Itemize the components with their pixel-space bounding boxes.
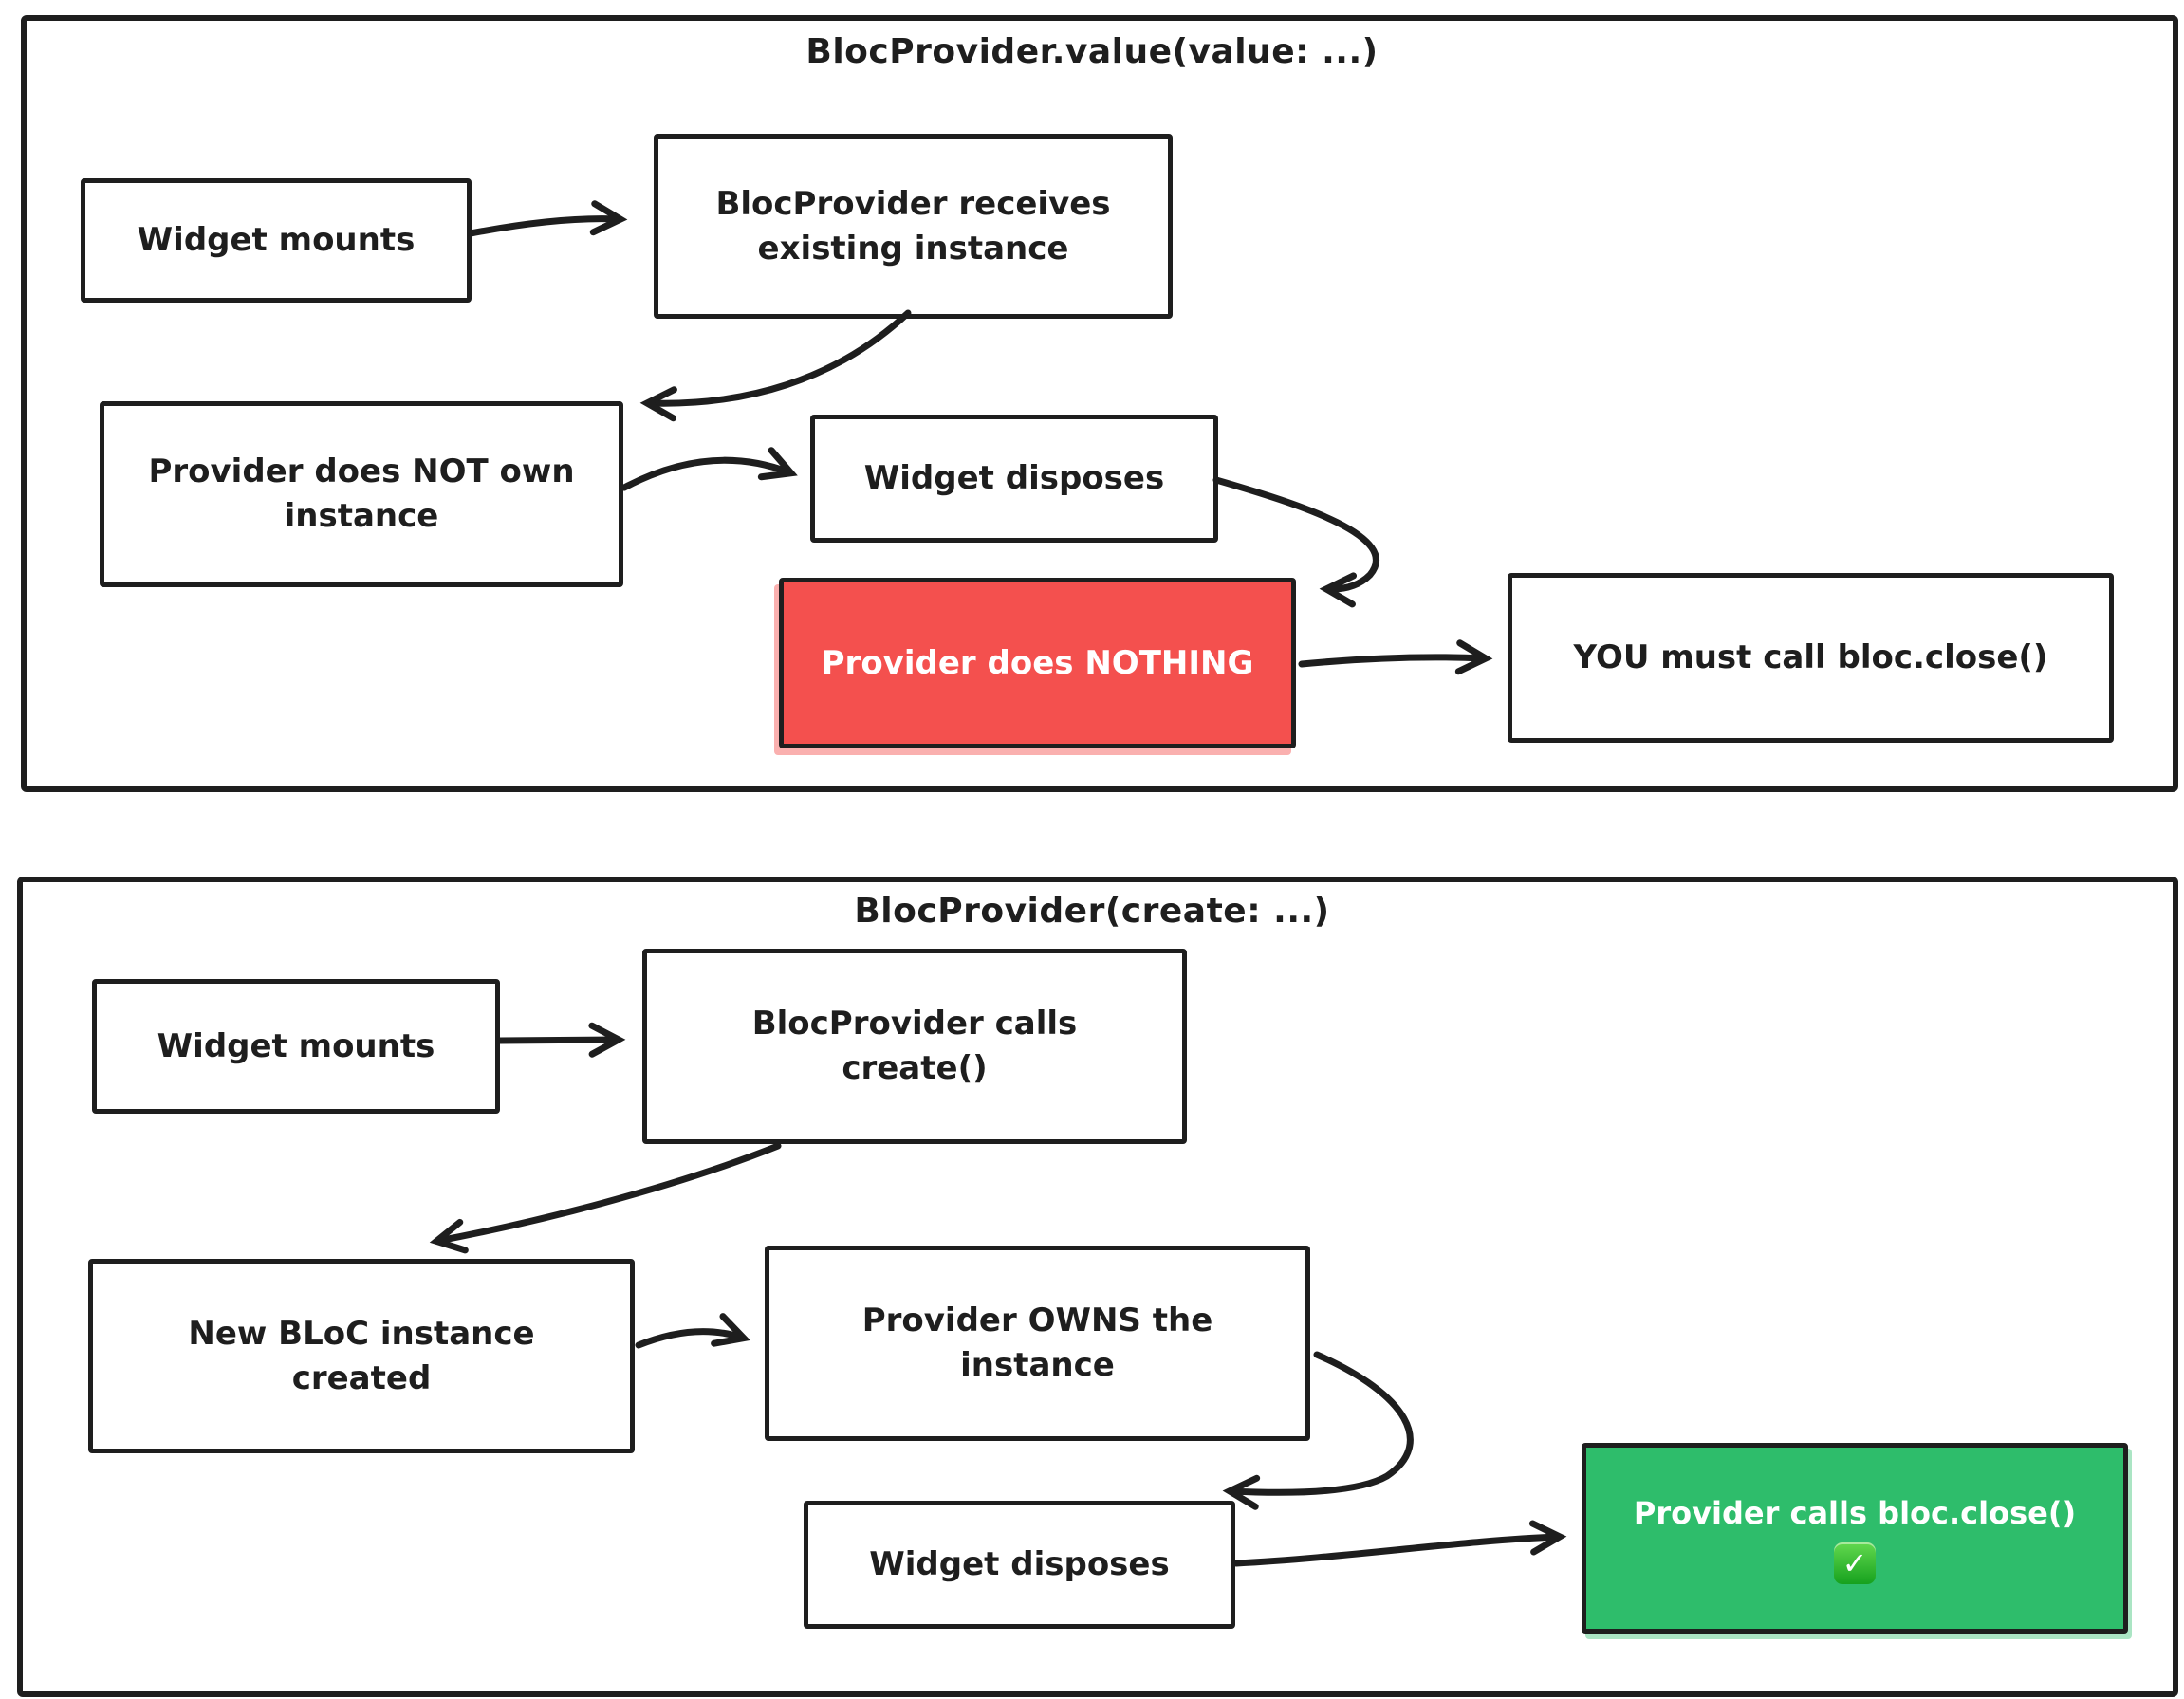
node-receives-existing-instance: BlocProvider receives existing instance bbox=[654, 134, 1173, 319]
node-label: Widget disposes bbox=[869, 1545, 1170, 1584]
node-widget-disposes-1: Widget disposes bbox=[810, 415, 1218, 543]
node-provider-calls-close: Provider calls bloc.close() ✓ bbox=[1582, 1443, 2128, 1634]
node-label: Widget mounts bbox=[157, 1026, 435, 1065]
node-widget-disposes-2: Widget disposes bbox=[804, 1501, 1235, 1629]
node-label: Provider does NOTHING bbox=[821, 643, 1254, 682]
node-label: Provider OWNS the instance bbox=[861, 1302, 1213, 1384]
node-widget-mounts-1: Widget mounts bbox=[81, 178, 472, 303]
panel-blocprovider-value bbox=[21, 15, 2178, 792]
node-label: New BLoC instance created bbox=[188, 1314, 535, 1397]
node-label: Provider does NOT own instance bbox=[148, 452, 575, 535]
node-new-bloc-instance: New BLoC instance created bbox=[88, 1259, 635, 1453]
panel-create-title: BlocProvider(create: ...) bbox=[854, 892, 1330, 931]
node-calls-create: BlocProvider calls create() bbox=[642, 949, 1187, 1144]
node-label: Widget disposes bbox=[863, 459, 1165, 498]
node-provider-does-nothing: Provider does NOTHING bbox=[779, 578, 1296, 748]
node-label: Provider calls bloc.close() bbox=[1633, 1495, 2077, 1532]
check-icon: ✓ bbox=[1834, 1542, 1876, 1584]
node-label: BlocProvider receives existing instance bbox=[715, 184, 1111, 268]
node-label: BlocProvider calls create() bbox=[751, 1005, 1078, 1087]
node-you-must-call-close: YOU must call bloc.close() bbox=[1508, 573, 2114, 743]
node-label: Widget mounts bbox=[137, 221, 416, 260]
panel-value-title: BlocProvider.value(value: ...) bbox=[805, 32, 1379, 71]
node-widget-mounts-2: Widget mounts bbox=[92, 979, 500, 1114]
panel-blocprovider-create bbox=[17, 877, 2178, 1697]
node-provider-not-own: Provider does NOT own instance bbox=[100, 401, 623, 587]
node-label: YOU must call bloc.close() bbox=[1573, 638, 2048, 677]
node-provider-owns: Provider OWNS the instance bbox=[765, 1246, 1310, 1441]
